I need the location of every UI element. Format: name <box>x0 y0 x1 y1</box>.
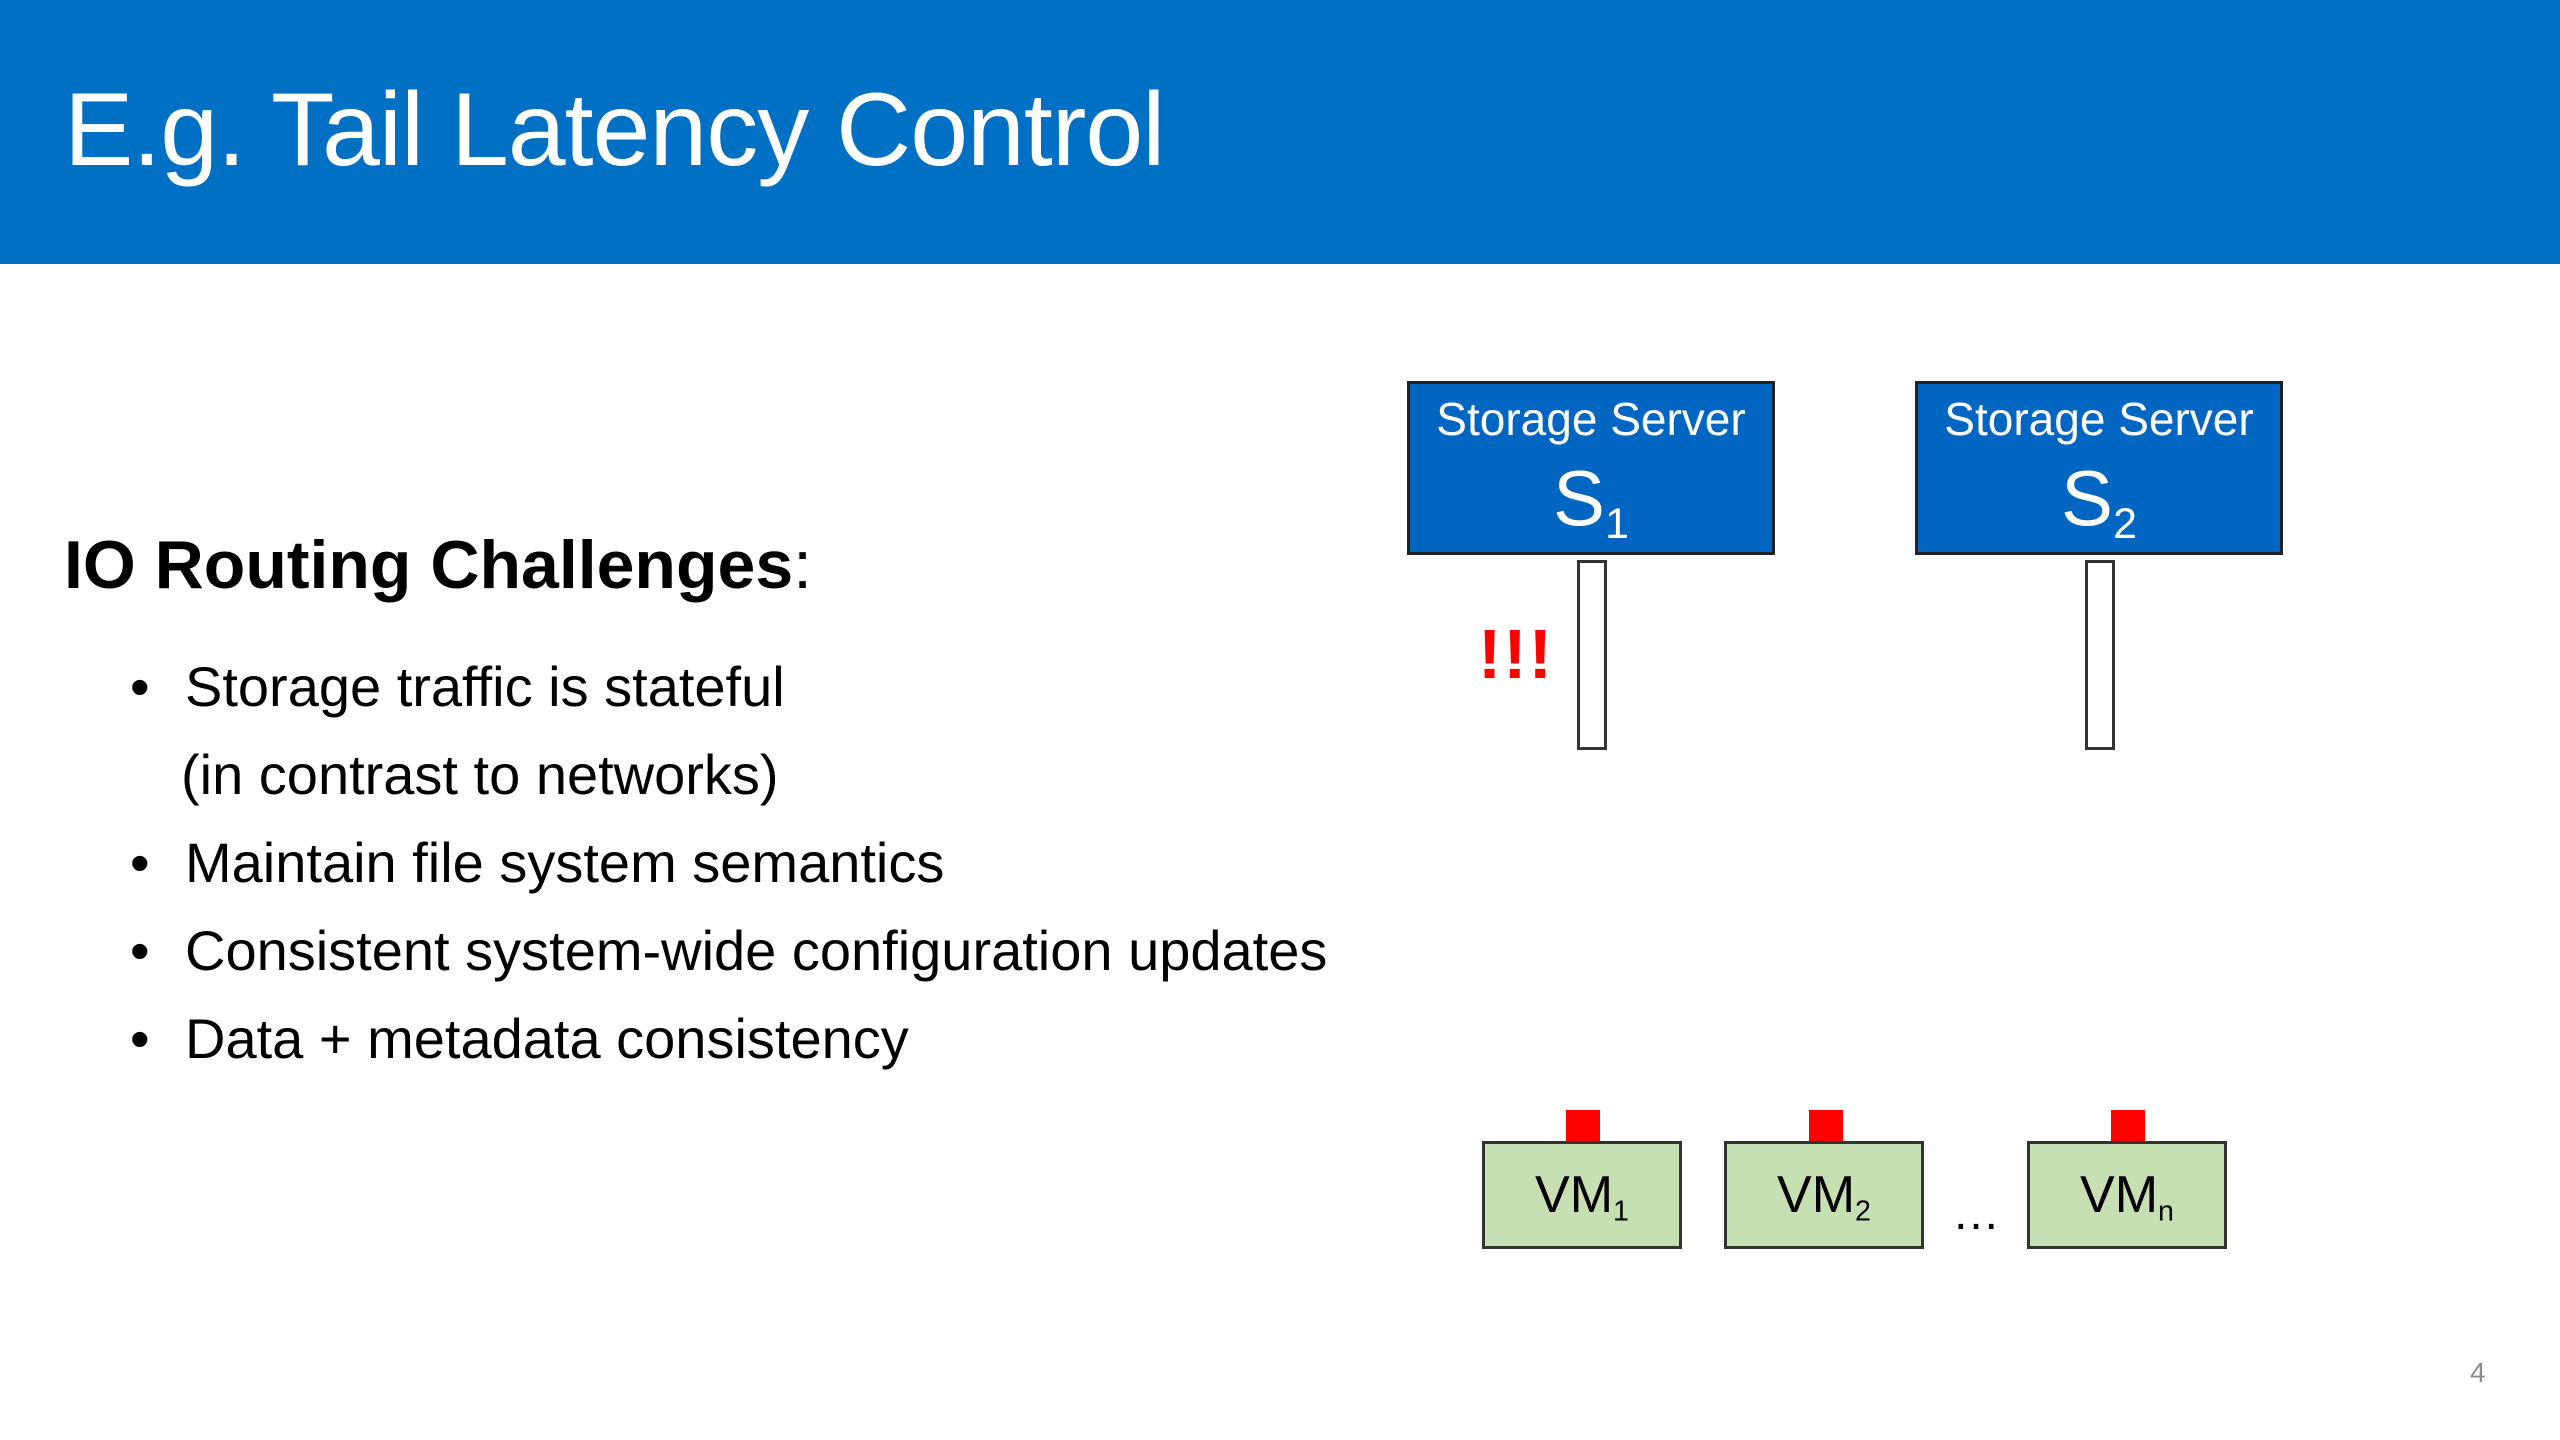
server-id: S1 <box>1553 454 1629 548</box>
vm-ellipsis: … <box>1952 1187 2000 1240</box>
title-bar: E.g. Tail Latency Control <box>0 0 2560 264</box>
server-label: Storage Server <box>1436 393 1746 445</box>
bullet-text: Maintain file system semantics <box>185 831 945 894</box>
vm-n: VMn <box>2027 1141 2227 1249</box>
vm-2: VM2 <box>1724 1141 1924 1249</box>
server-id: S2 <box>2061 454 2137 548</box>
bullet-text: Storage traffic is stateful <box>185 655 785 718</box>
bullet-text: Data + metadata consistency <box>185 1007 909 1070</box>
bullet-dot: • <box>130 831 150 894</box>
vm1-port <box>1566 1110 1600 1142</box>
congestion-alert: !!! <box>1478 615 1554 693</box>
heading-colon: : <box>793 527 813 603</box>
storage-server-s2: Storage Server S2 <box>1915 381 2283 555</box>
vm-1: VM1 <box>1482 1141 1682 1249</box>
vmn-port <box>2111 1110 2145 1142</box>
storage-server-s1: Storage Server S1 <box>1407 381 1775 555</box>
section-heading: IO Routing Challenges: <box>64 525 812 607</box>
server-s2-queue <box>2085 560 2115 750</box>
vm2-port <box>1809 1110 1843 1142</box>
bullet-dot: • <box>130 655 150 718</box>
server-label: Storage Server <box>1944 393 2254 445</box>
bullet-continuation: (in contrast to networks) <box>181 743 779 806</box>
bullet-dot: • <box>130 1007 150 1070</box>
bullet-text: Consistent system-wide configuration upd… <box>185 919 1328 982</box>
heading-text: IO Routing Challenges <box>64 527 794 603</box>
bullet-dot: • <box>130 919 150 982</box>
slide-title: E.g. Tail Latency Control <box>64 72 1165 188</box>
page-number: 4 <box>2470 1357 2486 1388</box>
server-s1-queue <box>1577 560 1607 750</box>
